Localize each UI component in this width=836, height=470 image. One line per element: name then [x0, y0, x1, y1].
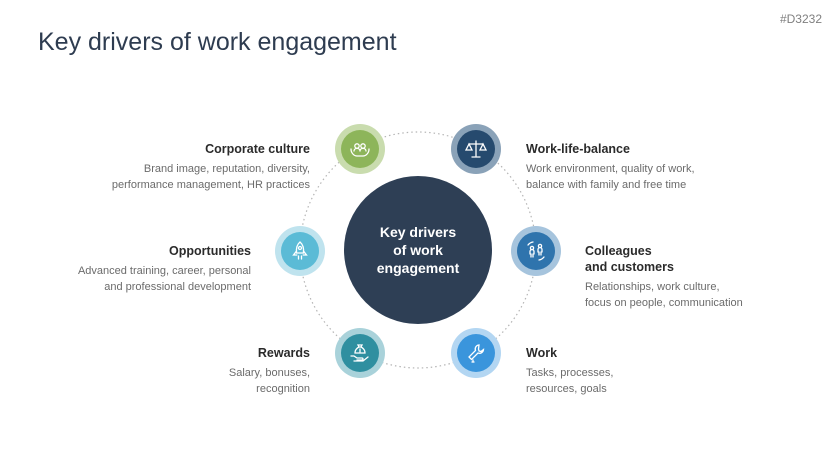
- node-work-life-balance: [451, 124, 501, 174]
- label-desc: Work environment, quality of work, balan…: [526, 163, 695, 191]
- label-title: Colleagues and customers: [585, 244, 674, 274]
- center-circle: Key drivers of work engagement: [344, 176, 492, 324]
- node-corporate-culture: [335, 124, 385, 174]
- label-work: Work Tasks, processes, resources, goals: [526, 345, 726, 397]
- label-rewards: Rewards Salary, bonuses, recognition: [150, 345, 310, 397]
- label-desc: Relationships, work culture, focus on pe…: [585, 281, 743, 309]
- label-title: Opportunities: [169, 244, 251, 258]
- page-title: Key drivers of work engagement: [38, 28, 397, 56]
- node-opportunities: [275, 226, 325, 276]
- scale-icon: [464, 140, 488, 158]
- label-desc: Tasks, processes, resources, goals: [526, 367, 614, 395]
- label-opportunities: Opportunities Advanced training, career,…: [40, 243, 251, 295]
- label-title: Rewards: [257, 346, 310, 360]
- label-corporate-culture: Corporate culture Brand image, reputatio…: [90, 141, 310, 193]
- label-colleagues-customers: Colleagues and customers Relationships, …: [585, 243, 825, 311]
- label-work-life-balance: Work-life-balance Work environment, qual…: [526, 141, 766, 193]
- node-rewards: [335, 328, 385, 378]
- slide-id: #D3232: [779, 12, 822, 26]
- wrench-icon: [468, 344, 485, 363]
- label-desc: Advanced training, career, personal and …: [77, 265, 251, 293]
- node-work: [451, 328, 501, 378]
- people-exchange-icon: [527, 241, 545, 261]
- people-hands-icon: [350, 143, 370, 157]
- label-title: Work: [526, 346, 558, 360]
- label-title: Work-life-balance: [526, 142, 630, 156]
- rocket-icon: [292, 241, 308, 260]
- money-hand-icon: [350, 344, 369, 362]
- label-title: Corporate culture: [205, 142, 310, 156]
- node-colleagues-customers: [511, 226, 561, 276]
- label-desc: Salary, bonuses, recognition: [228, 367, 310, 395]
- center-text: Key drivers of work engagement: [376, 224, 460, 276]
- label-desc: Brand image, reputation, diversity, perf…: [111, 163, 310, 191]
